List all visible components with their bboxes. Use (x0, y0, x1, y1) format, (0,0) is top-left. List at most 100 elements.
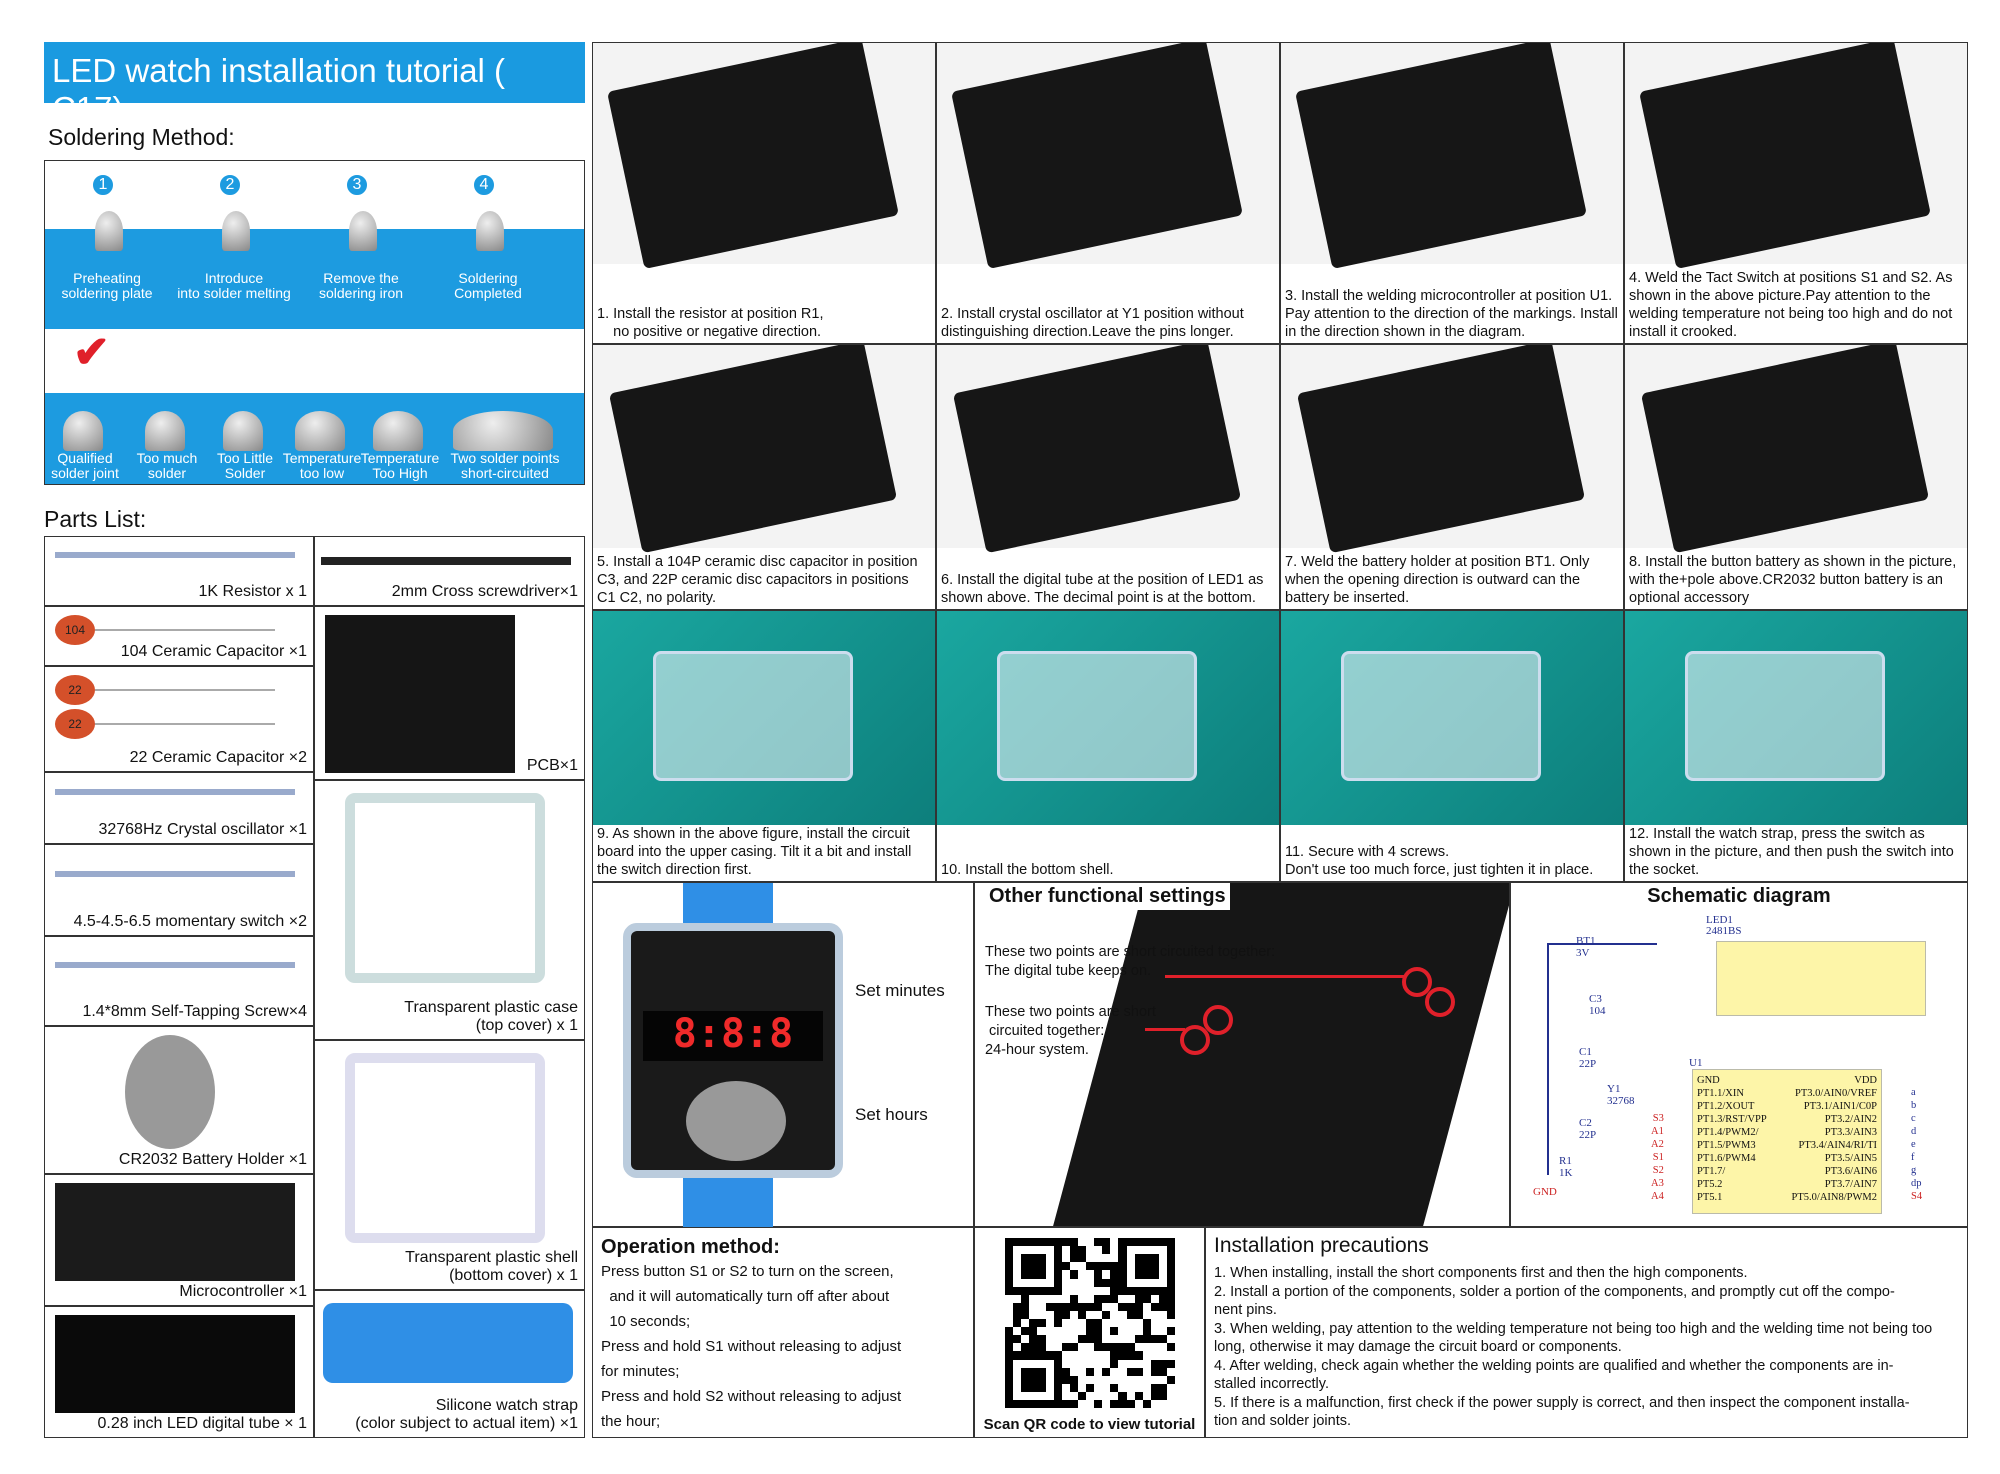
qr-module (1094, 1278, 1103, 1287)
joint-type-label: Two solder points short-circuited (450, 450, 560, 481)
precaution-item: 2. Install a portion of the components, … (1214, 1283, 1895, 1319)
step-caption: 9. As shown in the above figure, install… (597, 826, 916, 878)
qr-module (1150, 1391, 1159, 1401)
qr-module (1029, 1343, 1038, 1352)
watch-panel: 8:8:8 Set minutes Set hours (592, 882, 974, 1228)
qr-module (1029, 1400, 1038, 1409)
qr-module (1150, 1383, 1159, 1392)
solder-joint-icon (295, 411, 345, 451)
qr-module (1167, 1294, 1176, 1303)
qr-module (1029, 1351, 1038, 1360)
qr-module (1167, 1310, 1176, 1320)
part-image (345, 1053, 545, 1243)
qr-module (1045, 1238, 1054, 1247)
u1-pin-right: PT3.4/AIN4/RI/TI (1798, 1140, 1877, 1151)
qr-module (1053, 1270, 1062, 1279)
qr-panel: Scan QR code to view tutorial (974, 1227, 1205, 1438)
pcb-image (1640, 345, 1930, 554)
qr-module (1069, 1254, 1078, 1263)
part-image (55, 552, 295, 558)
qr-module (1086, 1262, 1095, 1271)
short-point-circle (1180, 1025, 1210, 1055)
qr-module (1053, 1375, 1062, 1384)
part-label: 4.5-4.5-6.5 momentary switch ×2 (73, 913, 307, 930)
qr-module (1037, 1270, 1046, 1279)
operation-line: 10 seconds; (601, 1313, 691, 1330)
qr-module (1118, 1351, 1127, 1360)
qr-module (1118, 1246, 1127, 1255)
precaution-item: 1. When installing, install the short co… (1214, 1265, 1748, 1281)
schematic-panel: Schematic diagram LED1 2481BS BT1 3V C3 … (1510, 882, 1968, 1227)
u1-pin-right: VDD (1854, 1075, 1877, 1086)
net-label (1911, 1073, 1922, 1086)
step-caption: 2. Install crystal oscillator at Y1 posi… (941, 306, 1248, 340)
qr-module (1045, 1400, 1054, 1409)
part-image (55, 789, 295, 795)
qr-module (1110, 1278, 1119, 1287)
precaution-item: 3. When welding, pay attention to the we… (1214, 1320, 1937, 1356)
wire (1547, 943, 1657, 945)
qr-module (1102, 1367, 1111, 1376)
part-item: Microcontroller ×1 (44, 1174, 314, 1306)
net-label: A3 (1651, 1178, 1664, 1189)
qr-module (1037, 1375, 1046, 1384)
qr-module (1053, 1391, 1062, 1401)
part-image (323, 1303, 573, 1383)
soldering-step-label: Preheating soldering plate (61, 270, 153, 301)
qr-code-image[interactable] (1005, 1238, 1176, 1409)
step-6: 6. Install the digital tube at the posit… (936, 344, 1280, 610)
qr-module (1053, 1351, 1062, 1360)
step-caption: 1. Install the resistor at position R1, … (597, 306, 824, 340)
net-label (1651, 1099, 1664, 1112)
joint-type-label: Temperature Too High (360, 450, 440, 481)
page-title: LED watch installation tutorial ( C17) (44, 42, 585, 127)
soldering-step-label: Introduce into solder melting (177, 270, 291, 301)
qr-module (1053, 1302, 1062, 1311)
step-7: 7. Weld the battery holder at position B… (1280, 344, 1624, 610)
part-label: CR2032 Battery Holder ×1 (118, 1151, 307, 1168)
net-label: dp (1911, 1178, 1922, 1189)
part-item: 2mm Cross screwdriver×1 (314, 536, 585, 606)
qr-module (1061, 1238, 1070, 1247)
part-image (55, 871, 295, 877)
qr-module (1118, 1254, 1127, 1263)
part-item: 4.5-4.5-6.5 momentary switch ×2 (44, 844, 314, 936)
part-label: Silicone watch strap (color subject to a… (355, 1397, 578, 1432)
u1-label: U1 (1689, 1057, 1703, 1069)
qr-caption: Scan QR code to view tutorial (983, 1416, 1196, 1433)
net-label: S1 (1652, 1152, 1664, 1163)
qr-module (1077, 1391, 1087, 1401)
qr-module (1061, 1343, 1070, 1352)
qr-module (1021, 1254, 1030, 1263)
wire (1547, 943, 1549, 1175)
qr-module (1021, 1383, 1030, 1392)
other-settings-title: Other functional settings (985, 883, 1230, 910)
qr-module (1126, 1286, 1135, 1295)
part-label: PCB×1 (526, 757, 578, 774)
qr-module (1005, 1359, 1014, 1368)
step-photo (937, 611, 1279, 825)
qr-module (1167, 1278, 1176, 1287)
lead-wire (95, 723, 275, 725)
solder-joint-icon (63, 411, 103, 451)
qr-module (1167, 1254, 1176, 1263)
qr-module (1110, 1327, 1119, 1336)
qr-module (1061, 1262, 1070, 1271)
u1-pin-right: PT3.7/AIN7 (1824, 1179, 1877, 1190)
qr-module (1167, 1359, 1176, 1368)
lead-wire (95, 689, 275, 691)
part-label: 1K Resistor x 1 (198, 583, 307, 600)
qr-module (1094, 1335, 1103, 1344)
solder-joint-icon (95, 211, 123, 251)
qr-module (1126, 1343, 1135, 1352)
qr-module (1094, 1400, 1103, 1409)
qr-module (1134, 1238, 1143, 1247)
step-caption: 3. Install the welding microcontroller a… (1285, 288, 1622, 340)
operation-panel: Operation method: Press button S1 or S2 … (592, 1227, 974, 1438)
qr-module (1069, 1343, 1078, 1352)
qr-module (1053, 1238, 1062, 1247)
operation-line: for minutes; (601, 1363, 680, 1380)
qr-module (1077, 1246, 1087, 1255)
net-label: d (1911, 1126, 1917, 1137)
u1-pin-right: PT5.0/AIN8/PWM2 (1791, 1192, 1877, 1203)
